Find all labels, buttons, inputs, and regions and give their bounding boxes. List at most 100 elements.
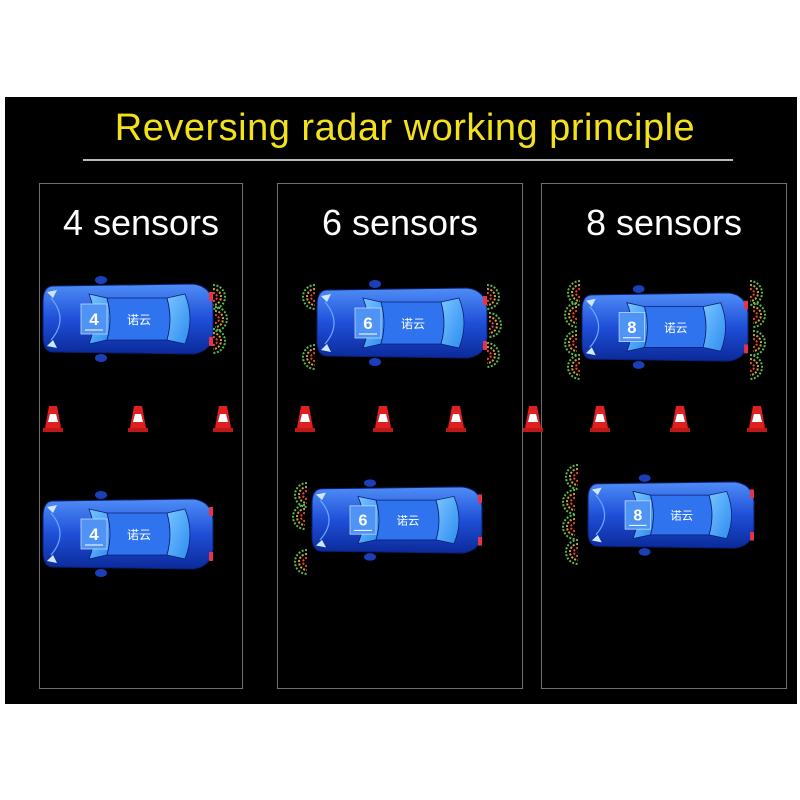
brand-label: 诺云 xyxy=(670,509,693,523)
mirror xyxy=(95,569,107,577)
radar-wave xyxy=(212,284,226,310)
column-heading: 4 sensors xyxy=(62,202,220,243)
radar-wave xyxy=(567,354,581,380)
mirror xyxy=(364,479,376,487)
traffic-cone xyxy=(295,406,315,432)
badge-box xyxy=(80,518,108,550)
rear-window xyxy=(166,293,191,345)
headlight xyxy=(591,534,602,543)
radar-wave xyxy=(564,330,578,356)
mirror xyxy=(95,276,107,284)
headlight xyxy=(316,539,326,548)
tail-light xyxy=(744,300,748,310)
traffic-cone xyxy=(747,406,767,432)
headlight xyxy=(47,290,57,298)
mirror xyxy=(95,354,107,362)
headlight xyxy=(585,298,596,307)
mirror xyxy=(638,548,651,556)
tail-light xyxy=(209,292,213,301)
tail-light xyxy=(478,494,482,503)
traffic-cone xyxy=(43,406,63,432)
tail-light xyxy=(209,552,213,561)
brand-label: 诺云 xyxy=(127,313,151,327)
mirror xyxy=(364,553,376,561)
radar-wave xyxy=(749,354,763,380)
radar-wave xyxy=(749,280,763,306)
tail-light xyxy=(483,296,487,305)
badge-box xyxy=(618,312,645,342)
car: 8 诺云 xyxy=(581,285,749,369)
traffic-cone xyxy=(446,406,466,432)
sensor-count-badge: 6 xyxy=(359,512,368,530)
headlight xyxy=(316,492,326,501)
tail-light xyxy=(483,341,487,350)
column-4-sensors: 4 sensors xyxy=(39,183,243,689)
mirror xyxy=(369,280,381,288)
traffic-cone xyxy=(523,406,543,432)
radar-wave xyxy=(752,330,766,356)
mirror xyxy=(632,361,645,369)
rear-window xyxy=(440,297,465,349)
column-6-sensors: 6 sensors xyxy=(277,183,523,689)
radar-wave xyxy=(294,482,308,508)
headlight xyxy=(585,347,596,356)
radar-wave xyxy=(562,514,576,540)
tail-light xyxy=(209,507,213,516)
column-8-sensors: 8 sensors xyxy=(541,183,787,689)
rear-window xyxy=(702,302,726,352)
sensor-count-badge: 4 xyxy=(89,310,99,329)
car: 4 诺云 xyxy=(42,491,214,577)
radar-wave xyxy=(565,464,579,490)
tail-light xyxy=(750,532,754,541)
rear-window xyxy=(435,495,460,545)
diagram-panel: Reversing radar working principle 4 sens… xyxy=(5,97,797,704)
radar-wave xyxy=(565,539,579,565)
column-heading: 6 sensors xyxy=(321,202,479,243)
brand-label: 诺云 xyxy=(664,321,688,335)
page-title: Reversing radar working principle xyxy=(114,107,696,149)
traffic-cone xyxy=(590,406,610,432)
mirror xyxy=(632,285,645,293)
car: 4 诺云 xyxy=(42,276,214,362)
tail-light xyxy=(744,344,748,354)
radar-wave xyxy=(292,504,306,530)
mirror xyxy=(369,358,381,366)
rear-window xyxy=(166,508,191,560)
headlight xyxy=(47,340,57,348)
tail-light xyxy=(209,337,213,346)
tail-light xyxy=(750,489,754,498)
sensor-count-badge: 4 xyxy=(89,525,99,544)
traffic-cone xyxy=(213,406,233,432)
headlight xyxy=(591,487,602,496)
headlight xyxy=(47,505,57,513)
traffic-cone xyxy=(373,406,393,432)
badge-box xyxy=(624,500,651,530)
radar-wave xyxy=(488,312,502,338)
radar-wave xyxy=(562,489,576,515)
radar-wave xyxy=(302,344,316,370)
radar-wave xyxy=(486,284,500,310)
sensor-count-badge: 8 xyxy=(627,318,636,337)
headlight xyxy=(321,344,331,352)
badge-box xyxy=(80,303,108,335)
radar-wave xyxy=(214,306,228,332)
radar-wave xyxy=(564,302,578,328)
traffic-cone xyxy=(128,406,148,432)
radar-wave xyxy=(567,280,581,306)
brand-label: 诺云 xyxy=(401,317,425,331)
tail-light xyxy=(478,537,482,546)
radar-wave xyxy=(302,284,316,310)
column-heading: 8 sensors xyxy=(585,202,743,243)
traffic-cone xyxy=(670,406,690,432)
sensor-count-badge: 8 xyxy=(633,507,642,525)
car: 8 诺云 xyxy=(587,474,755,556)
mirror xyxy=(95,491,107,499)
brand-label: 诺云 xyxy=(127,528,151,542)
car: 6 诺云 xyxy=(311,479,483,561)
rear-window xyxy=(708,490,732,540)
brand-label: 诺云 xyxy=(397,514,420,528)
badge-box xyxy=(354,307,382,339)
radar-wave xyxy=(752,302,766,328)
